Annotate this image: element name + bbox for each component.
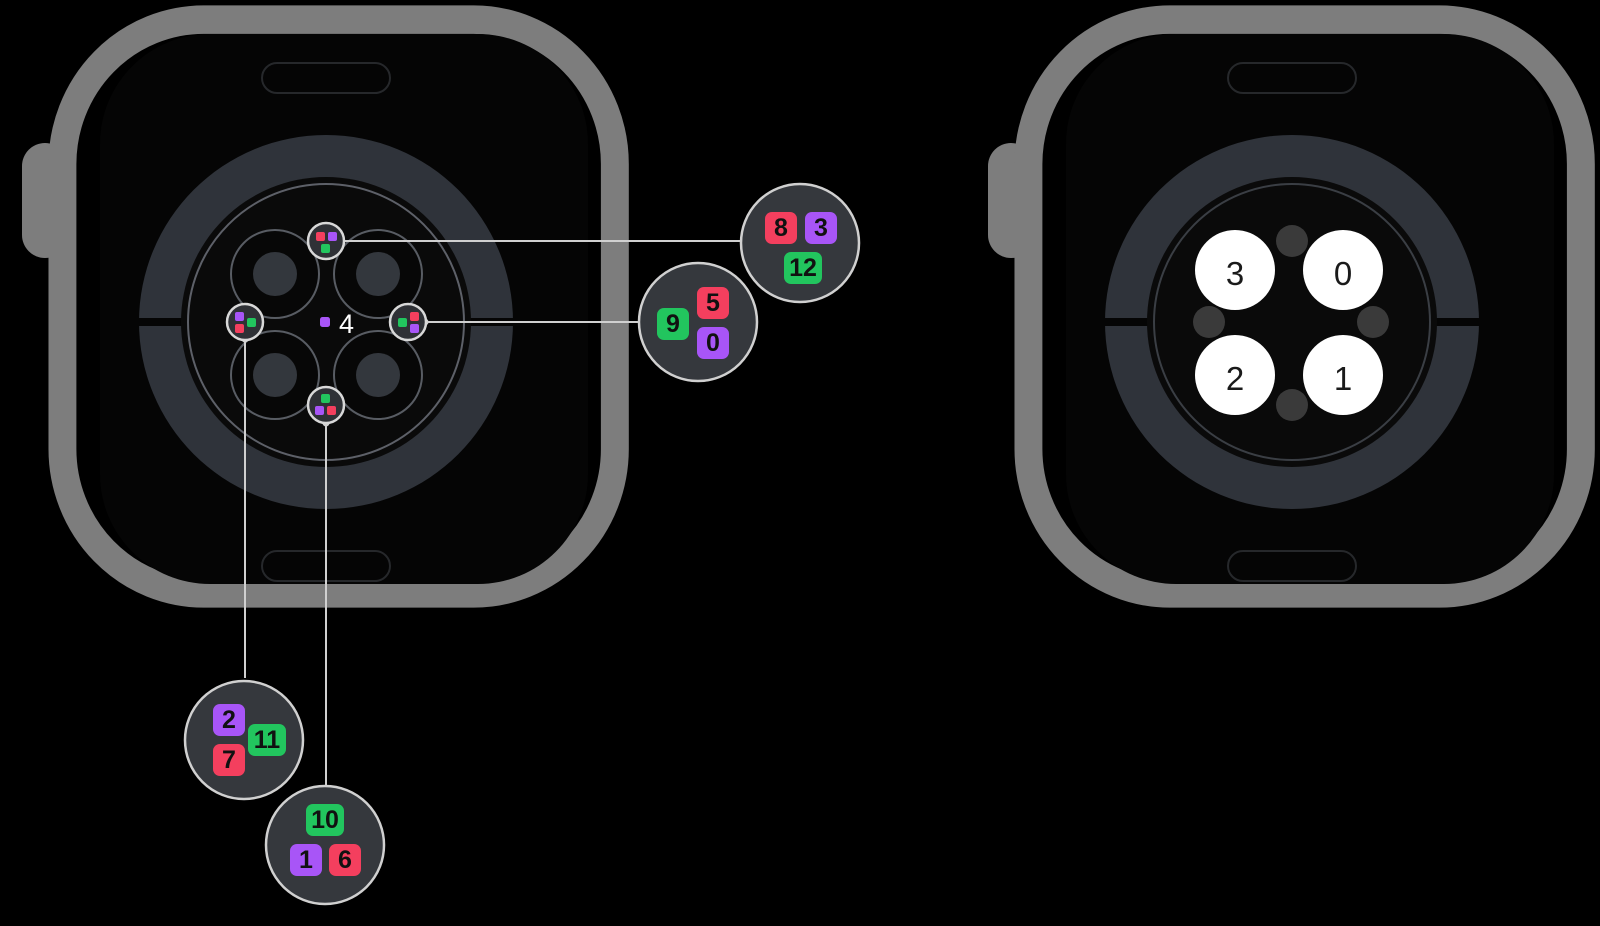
callout-bottom-left[interactable]: 2 11 7 — [183, 679, 305, 801]
badge-0: 0 — [697, 327, 729, 359]
svg-text:3: 3 — [814, 214, 828, 242]
right-watch-white-dot-3[interactable]: 3 — [1195, 230, 1275, 310]
left-watch-lens-group — [230, 229, 423, 420]
right-watch-dark-dot-left — [1193, 306, 1225, 338]
right-watch-case-frame — [1014, 5, 1595, 608]
svg-text:11: 11 — [254, 726, 281, 754]
badge-11: 11 — [248, 724, 286, 756]
marker-tile-red — [410, 312, 419, 321]
svg-text:2: 2 — [1226, 360, 1244, 397]
lens-top-left — [230, 229, 320, 319]
right-watch-dark-dot-right — [1357, 306, 1389, 338]
left-watch-band-slot-top — [261, 62, 391, 94]
svg-text:12: 12 — [789, 254, 817, 282]
left-watch-marker-top[interactable] — [306, 221, 346, 261]
right-watch-dark-dot-top — [1276, 225, 1308, 257]
badge-1: 1 — [290, 844, 322, 876]
marker-tile-purple — [315, 406, 324, 415]
right-watch-back[interactable]: 3 0 2 1 — [988, 5, 1595, 608]
callout-bubble — [637, 261, 759, 383]
svg-text:0: 0 — [1334, 255, 1352, 292]
badge-10: 10 — [306, 804, 344, 836]
svg-text:1: 1 — [1334, 360, 1352, 397]
callout-bubble — [739, 182, 861, 304]
right-watch-sensor-inner-disc — [1147, 177, 1437, 467]
svg-text:6: 6 — [338, 846, 352, 874]
marker-tile-purple — [410, 324, 419, 333]
marker-tile-red — [327, 406, 336, 415]
badge-9: 9 — [657, 308, 689, 340]
right-watch-band-slot-bottom — [1227, 550, 1357, 582]
svg-text:2: 2 — [222, 706, 236, 734]
svg-text:1: 1 — [299, 846, 313, 874]
right-watch-sensor-inner-ring — [1153, 183, 1431, 461]
svg-text:0: 0 — [706, 329, 720, 357]
badge-5: 5 — [697, 287, 729, 319]
right-watch-dark-dot-bottom — [1276, 389, 1308, 421]
marker-tile-green — [247, 318, 256, 327]
badge-6: 6 — [329, 844, 361, 876]
left-watch-back[interactable]: 4 — [22, 5, 629, 608]
svg-text:9: 9 — [666, 310, 680, 338]
callout-bubble — [264, 784, 386, 906]
svg-text:10: 10 — [311, 806, 339, 834]
left-watch-marker-bottom[interactable] — [306, 385, 346, 425]
left-watch-ring-gap-left — [132, 318, 192, 326]
svg-text:5: 5 — [706, 289, 720, 317]
left-watch-center-dot — [320, 317, 330, 327]
marker-tile-green — [398, 318, 407, 327]
marker-tile-red — [316, 232, 325, 241]
svg-text:7: 7 — [222, 746, 236, 774]
callout-mid-right[interactable]: 9 5 0 — [637, 261, 759, 383]
left-watch-center-label: 4 — [339, 309, 354, 339]
marker-tile-red — [235, 324, 244, 333]
left-watch-case-frame — [48, 5, 629, 608]
marker-tile-green — [321, 394, 330, 403]
right-watch-white-dot-0[interactable]: 0 — [1303, 230, 1383, 310]
right-watch-ring-gap-right — [1426, 318, 1486, 326]
badge-3: 3 — [805, 212, 837, 244]
right-watch-white-dot-1[interactable]: 1 — [1303, 335, 1383, 415]
svg-text:3: 3 — [1226, 255, 1244, 292]
callout-top-right[interactable]: 8 3 12 — [739, 182, 861, 304]
marker-tile-green — [321, 244, 330, 253]
marker-tile-purple — [235, 312, 244, 321]
badge-12: 12 — [784, 252, 822, 284]
badge-8: 8 — [765, 212, 797, 244]
left-watch-marker-right[interactable] — [388, 302, 428, 342]
callout-bottom-right[interactable]: 10 1 6 — [264, 784, 386, 906]
lens-bottom-right — [333, 330, 423, 420]
badge-7: 7 — [213, 744, 245, 776]
lens-bottom-left — [230, 330, 320, 420]
left-watch-marker-left[interactable] — [225, 302, 265, 342]
badge-2: 2 — [213, 704, 245, 736]
svg-text:8: 8 — [774, 214, 788, 242]
right-watch-white-dot-2[interactable]: 2 — [1195, 335, 1275, 415]
right-watch-band-slot-top — [1227, 62, 1357, 94]
right-watch-ring-gap-left — [1098, 318, 1158, 326]
marker-tile-purple — [328, 232, 337, 241]
lens-top-right — [333, 229, 423, 319]
